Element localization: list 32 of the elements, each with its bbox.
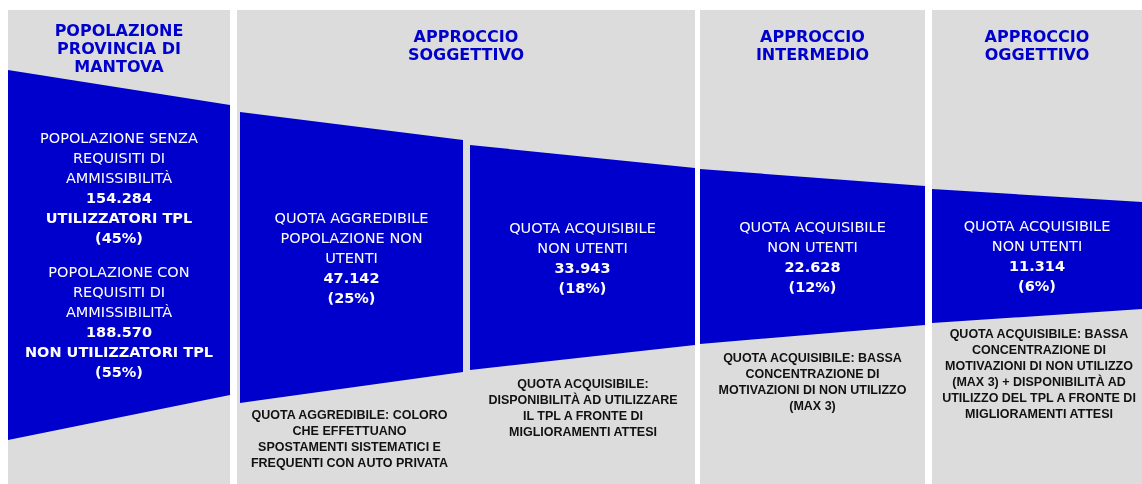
column-heading: APPROCCIO INTERMEDIO [754, 28, 871, 64]
segment-label: POPOLAZIONE SENZA REQUISITI DI AMMISSIBILITÀ [39, 129, 199, 188]
column-heading: POPOLAZIONE PROVINCIA DI MANTOVA [53, 22, 185, 76]
segment-value: (6%) [1018, 277, 1056, 296]
segment-note: QUOTA AGGREDIBILE: COLORO CHE EFFETTUANO SPOSTAMENTI SISTEMATICI E FREQUENTI CON AUTO PRIVATA [249, 407, 450, 471]
segment-value: (25%) [327, 288, 376, 308]
segment-label: QUOTA ACQUISIBILE NON UTENTI [962, 217, 1112, 256]
column-heading: APPROCCIO OGGETTIVO [983, 28, 1091, 64]
segment-value: 11.314 [1009, 257, 1065, 276]
segment-label: QUOTA ACQUISIBILE NON UTENTI [508, 218, 657, 258]
column-panel [700, 10, 925, 484]
segment-value: (18%) [558, 278, 607, 298]
segment-value: NON UTILIZZATORI TPL [24, 343, 213, 362]
column-panel [932, 10, 1142, 484]
segment-value: 154.284 [85, 189, 152, 208]
segment-value: 188.570 [85, 323, 152, 342]
segment-value: 47.142 [323, 268, 380, 288]
column-panel [237, 10, 695, 484]
segment-value: (12%) [788, 277, 837, 297]
segment-label: QUOTA ACQUISIBILE NON UTENTI [738, 217, 887, 257]
segment-note: QUOTA ACQUISIBILE: BASSA CONCENTRAZIONE DI MOTIVAZIONI DI NON UTILIZZO (MAX 3) + DISPONIBILITÀ AD UTILIZZO DEL TPL A FRONTE DI MIGLIORAMENTI ATTESI [941, 326, 1137, 422]
segment-label: POPOLAZIONE CON REQUISITI DI AMMISSIBILITÀ [47, 263, 191, 322]
segment-label: QUOTA AGGREDIBILE POPOLAZIONE NON UTENTI [273, 208, 430, 268]
segment-value: (55%) [95, 363, 143, 382]
segment-value: (45%) [95, 229, 143, 248]
segment-value: UTILIZZATORI TPL [45, 209, 193, 228]
column-panel [8, 10, 230, 484]
segment-note: QUOTA ACQUISIBILE: DISPONIBILITÀ AD UTILIZZARE IL TPL A FRONTE DI MIGLIORAMENTI ATTESI [487, 376, 679, 440]
segment-note: QUOTA ACQUISIBILE: BASSA CONCENTRAZIONE DI MOTIVAZIONI DI NON UTILIZZO (MAX 3) [717, 350, 908, 414]
column-heading: APPROCCIO SOGGETTIVO [406, 28, 526, 64]
segment-value: 22.628 [784, 257, 841, 277]
segment-value: 33.943 [554, 258, 611, 278]
